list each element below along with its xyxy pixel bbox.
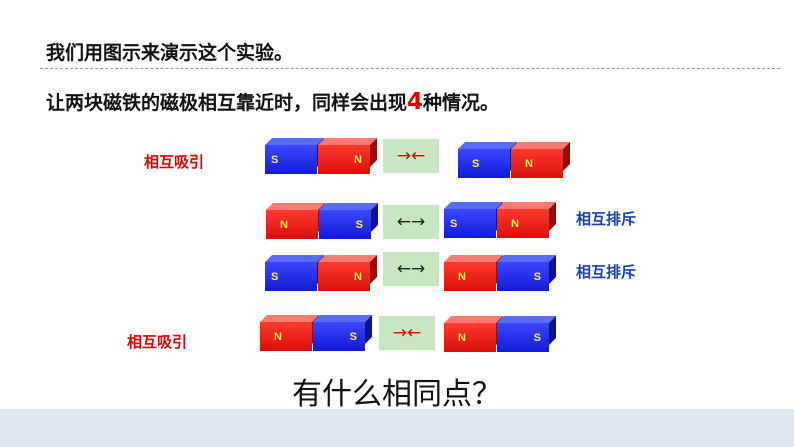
pole-label: N — [274, 331, 282, 343]
repulsion-arrow-icon: ←→ — [383, 205, 439, 239]
row2-left-magnet-pole-2: S — [319, 210, 371, 239]
row1-right-magnet-pole-2: N — [511, 149, 563, 178]
row2-right-magnet-pole-2: N — [497, 209, 549, 238]
dashed-divider — [40, 68, 780, 69]
row1-left-magnet-pole-2: N — [318, 145, 370, 174]
attraction-arrow-icon: →← — [379, 316, 435, 350]
pole-label: S — [271, 154, 279, 166]
row2-left-magnet-pole-1: N — [266, 210, 318, 239]
pole-label: N — [525, 158, 533, 170]
footer-band — [0, 409, 794, 447]
row3-right-magnet-pole-2: S — [497, 262, 549, 291]
row1-label: 相互吸引 — [144, 153, 205, 171]
pole-label: N — [511, 218, 519, 230]
pole-label: N — [354, 271, 362, 283]
row4-left-magnet-pole-2: S — [313, 322, 365, 351]
pole-label: S — [349, 331, 357, 343]
repulsion-arrow-icon: ←→ — [383, 252, 439, 286]
row4-left-magnet-pole-1: N — [260, 322, 312, 351]
row2-label: 相互排斥 — [576, 210, 637, 228]
pole-label: N — [458, 271, 466, 283]
pole-label: S — [355, 219, 363, 231]
row3-right-magnet-pole-1: N — [444, 262, 496, 291]
pole-label: S — [533, 271, 541, 283]
pole-label: N — [354, 154, 362, 166]
pole-label: N — [458, 332, 466, 344]
pole-label: S — [450, 218, 458, 230]
row3-left-magnet-pole-2: N — [318, 262, 370, 291]
row4-right-magnet-pole-2: S — [497, 323, 549, 352]
row3-left-magnet-pole-1: S — [265, 262, 317, 291]
row4-right-magnet-pole-1: N — [444, 323, 496, 352]
instruction-prefix: 让两块磁铁的磁极相互靠近时，同样会出现 — [46, 92, 408, 114]
pole-label: S — [533, 332, 541, 344]
instruction-text: 让两块磁铁的磁极相互靠近时，同样会出现4种情况。 — [46, 88, 499, 115]
pole-label: N — [280, 219, 288, 231]
case-count: 4 — [407, 89, 424, 115]
question-text: 有什么相同点？ — [292, 377, 502, 412]
instruction-suffix: 种情况。 — [423, 92, 500, 114]
row1-right-magnet-pole-1: S — [458, 149, 510, 178]
row2-right-magnet-pole-1: S — [444, 209, 496, 238]
pole-label: S — [472, 158, 480, 170]
intro-text: 我们用图示来演示这个实验。 — [46, 42, 294, 64]
row4-label: 相互吸引 — [127, 333, 188, 351]
pole-label: S — [271, 271, 279, 283]
row1-left-magnet-pole-1: S — [265, 145, 317, 174]
row3-label: 相互排斥 — [576, 263, 637, 281]
attraction-arrow-icon: →← — [383, 139, 439, 173]
